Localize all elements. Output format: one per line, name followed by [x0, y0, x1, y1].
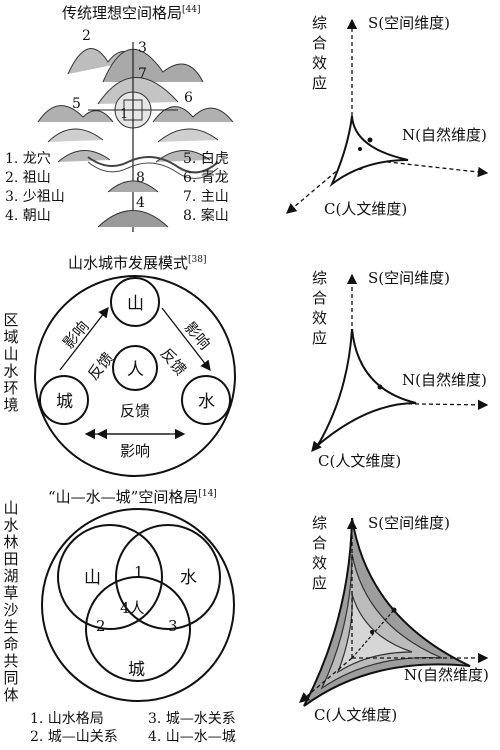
- label-water: 水: [180, 568, 197, 588]
- map-number-6: 6: [184, 90, 193, 106]
- label-center: 4人: [120, 599, 145, 617]
- axes-diagram-1: 综 合 效 应 S(空间维度) N(自然维度) C(人文维度) 0: [286, 14, 489, 218]
- legend-item: 5. 白虎: [183, 151, 229, 167]
- node-water-label: 水: [198, 392, 215, 412]
- svg-text:效: 效: [312, 54, 327, 72]
- arrow-city-mountain: [59, 306, 109, 371]
- mountain-water-city-venn-diagram: 山 水 1 4人 2 3 城: [41, 508, 235, 702]
- mountain-baihu-1: [37, 105, 114, 123]
- map-number-4: 4: [136, 195, 145, 211]
- circle-water: [115, 524, 221, 630]
- c-axis-label: C(人文维度): [324, 200, 407, 218]
- panel2-title: 山水城市发展模式[38]: [68, 254, 207, 272]
- mountain-baihu-2: [47, 128, 104, 143]
- map-number-1: 1: [120, 107, 128, 122]
- node-mountain-label: 山: [127, 294, 144, 314]
- svg-text:综: 综: [312, 269, 327, 287]
- legend-item: 6. 青龙: [183, 170, 229, 186]
- effect-surface: [329, 115, 409, 188]
- svg-text:应: 应: [312, 574, 327, 592]
- panel3-legend-left: 1. 山水格局 2. 城—山关系: [30, 710, 118, 746]
- svg-text:综: 综: [312, 514, 327, 532]
- svg-text:C(人文维度): C(人文维度): [318, 452, 401, 470]
- svg-text:合: 合: [312, 34, 327, 52]
- axes-diagram-3: 综 合 效 应 S(空间维度) N(自然维度) C(人文维度): [299, 514, 489, 724]
- arrow-mountain-water: [161, 307, 211, 372]
- mountain-zhushan: [97, 77, 179, 105]
- node-water: [181, 375, 231, 425]
- map-number-5: 5: [72, 96, 81, 112]
- panel1-title: 传统理想空间格局[44]: [62, 4, 201, 22]
- node-mountain: [110, 277, 160, 327]
- label-influence-bottom: 影响: [120, 442, 150, 460]
- legend-item: 8. 案山: [183, 208, 229, 224]
- mountain-qinglong-1: [152, 106, 234, 123]
- label-2: 2: [96, 617, 106, 635]
- s-axis-label: S(空间维度): [368, 14, 450, 32]
- node-human-label: 人: [127, 360, 144, 380]
- svg-text:合: 合: [312, 534, 327, 552]
- label-feedback-left: 反馈: [84, 349, 117, 384]
- mountain-chaoshan: [97, 210, 169, 228]
- map-number-3: 3: [138, 40, 147, 56]
- label-feedback-right: 反馈: [157, 345, 190, 380]
- svg-text:合: 合: [312, 289, 327, 307]
- legend-item: 1. 山水格局: [30, 711, 104, 727]
- circle-city: [85, 576, 191, 682]
- svg-text:N(自然维度): N(自然维度): [402, 371, 487, 389]
- svg-text:C(人文维度): C(人文维度): [314, 706, 397, 724]
- river: [87, 156, 219, 174]
- legend-item: 2. 城—山关系: [30, 729, 118, 745]
- svg-text:S(空间维度): S(空间维度): [368, 514, 450, 532]
- feng-shui-landscape-diagram: 2 3 7 5 6 1 8 4: [37, 28, 234, 232]
- outer-circle: [34, 275, 236, 477]
- panel3-title: “山—水—城”空间格局[14]: [48, 488, 217, 506]
- svg-text:应: 应: [312, 74, 327, 92]
- svg-text:效: 效: [312, 309, 327, 327]
- panel1-legend-right: 5. 白虎 6. 青龙 7. 主山 8. 案山: [183, 150, 229, 226]
- label-feedback-bottom: 反馈: [120, 402, 150, 420]
- n-axis-label: N(自然维度): [402, 126, 487, 144]
- legend-item: 1. 龙穴: [5, 151, 51, 167]
- legend-item: 4. 山—水—城: [148, 729, 236, 745]
- svg-text:N(自然维度): N(自然维度): [404, 666, 489, 684]
- outer-circle: [41, 508, 235, 702]
- node-human: [112, 345, 158, 391]
- three-dimension-axes-column: 综 合 效 应 S(空间维度) N(自然维度) C(人文维度) 0 综 合 效 …: [286, 14, 489, 724]
- label-3: 3: [168, 617, 178, 635]
- panel1-legend-left: 1. 龙穴 2. 祖山 3. 少祖山 4. 朝山: [5, 150, 65, 226]
- mountain-anshan: [107, 180, 159, 193]
- svg-text:效: 效: [312, 554, 327, 572]
- panel3-legend-right: 3. 城—水关系 4. 山—水—城: [148, 710, 236, 746]
- map-number-2: 2: [82, 28, 91, 44]
- landscape-city-model-diagram: 山 人 城 水 影响 影响 反馈 反馈 反馈 影响: [34, 275, 236, 477]
- circle-mountain: [57, 524, 163, 630]
- mountain-shaozushan: [102, 48, 204, 83]
- node-city: [39, 375, 89, 425]
- map-number-8: 8: [136, 170, 145, 186]
- panel3-side-text: 山水林田湖草沙生命共同体: [3, 499, 19, 704]
- label-influence-right: 影响: [181, 319, 214, 354]
- legend-item: 4. 朝山: [5, 208, 51, 224]
- svg-text:S(空间维度): S(空间维度): [368, 269, 450, 287]
- label-mountain: 山: [84, 568, 101, 588]
- node-city-label: 城: [56, 392, 73, 412]
- legend-item: 3. 少祖山: [5, 189, 65, 205]
- label-influence-left: 影响: [59, 318, 92, 353]
- legend-item: 7. 主山: [183, 189, 229, 205]
- legend-item: 3. 城—水关系: [148, 711, 236, 727]
- svg-text:应: 应: [312, 329, 327, 347]
- axes-diagram-2: 综 合 效 应 S(空间维度) N(自然维度) C(人文维度): [311, 269, 489, 470]
- mountain-baihu-3: [57, 150, 111, 163]
- label-city: 城: [128, 660, 145, 680]
- panel2-side-text: 区域山水环境: [3, 311, 19, 414]
- mountain-qinglong-2: [157, 128, 219, 143]
- label-1: 1: [134, 563, 144, 581]
- y-axis-label: 综: [312, 14, 327, 32]
- legend-item: 2. 祖山: [5, 170, 51, 186]
- map-number-7: 7: [138, 66, 147, 82]
